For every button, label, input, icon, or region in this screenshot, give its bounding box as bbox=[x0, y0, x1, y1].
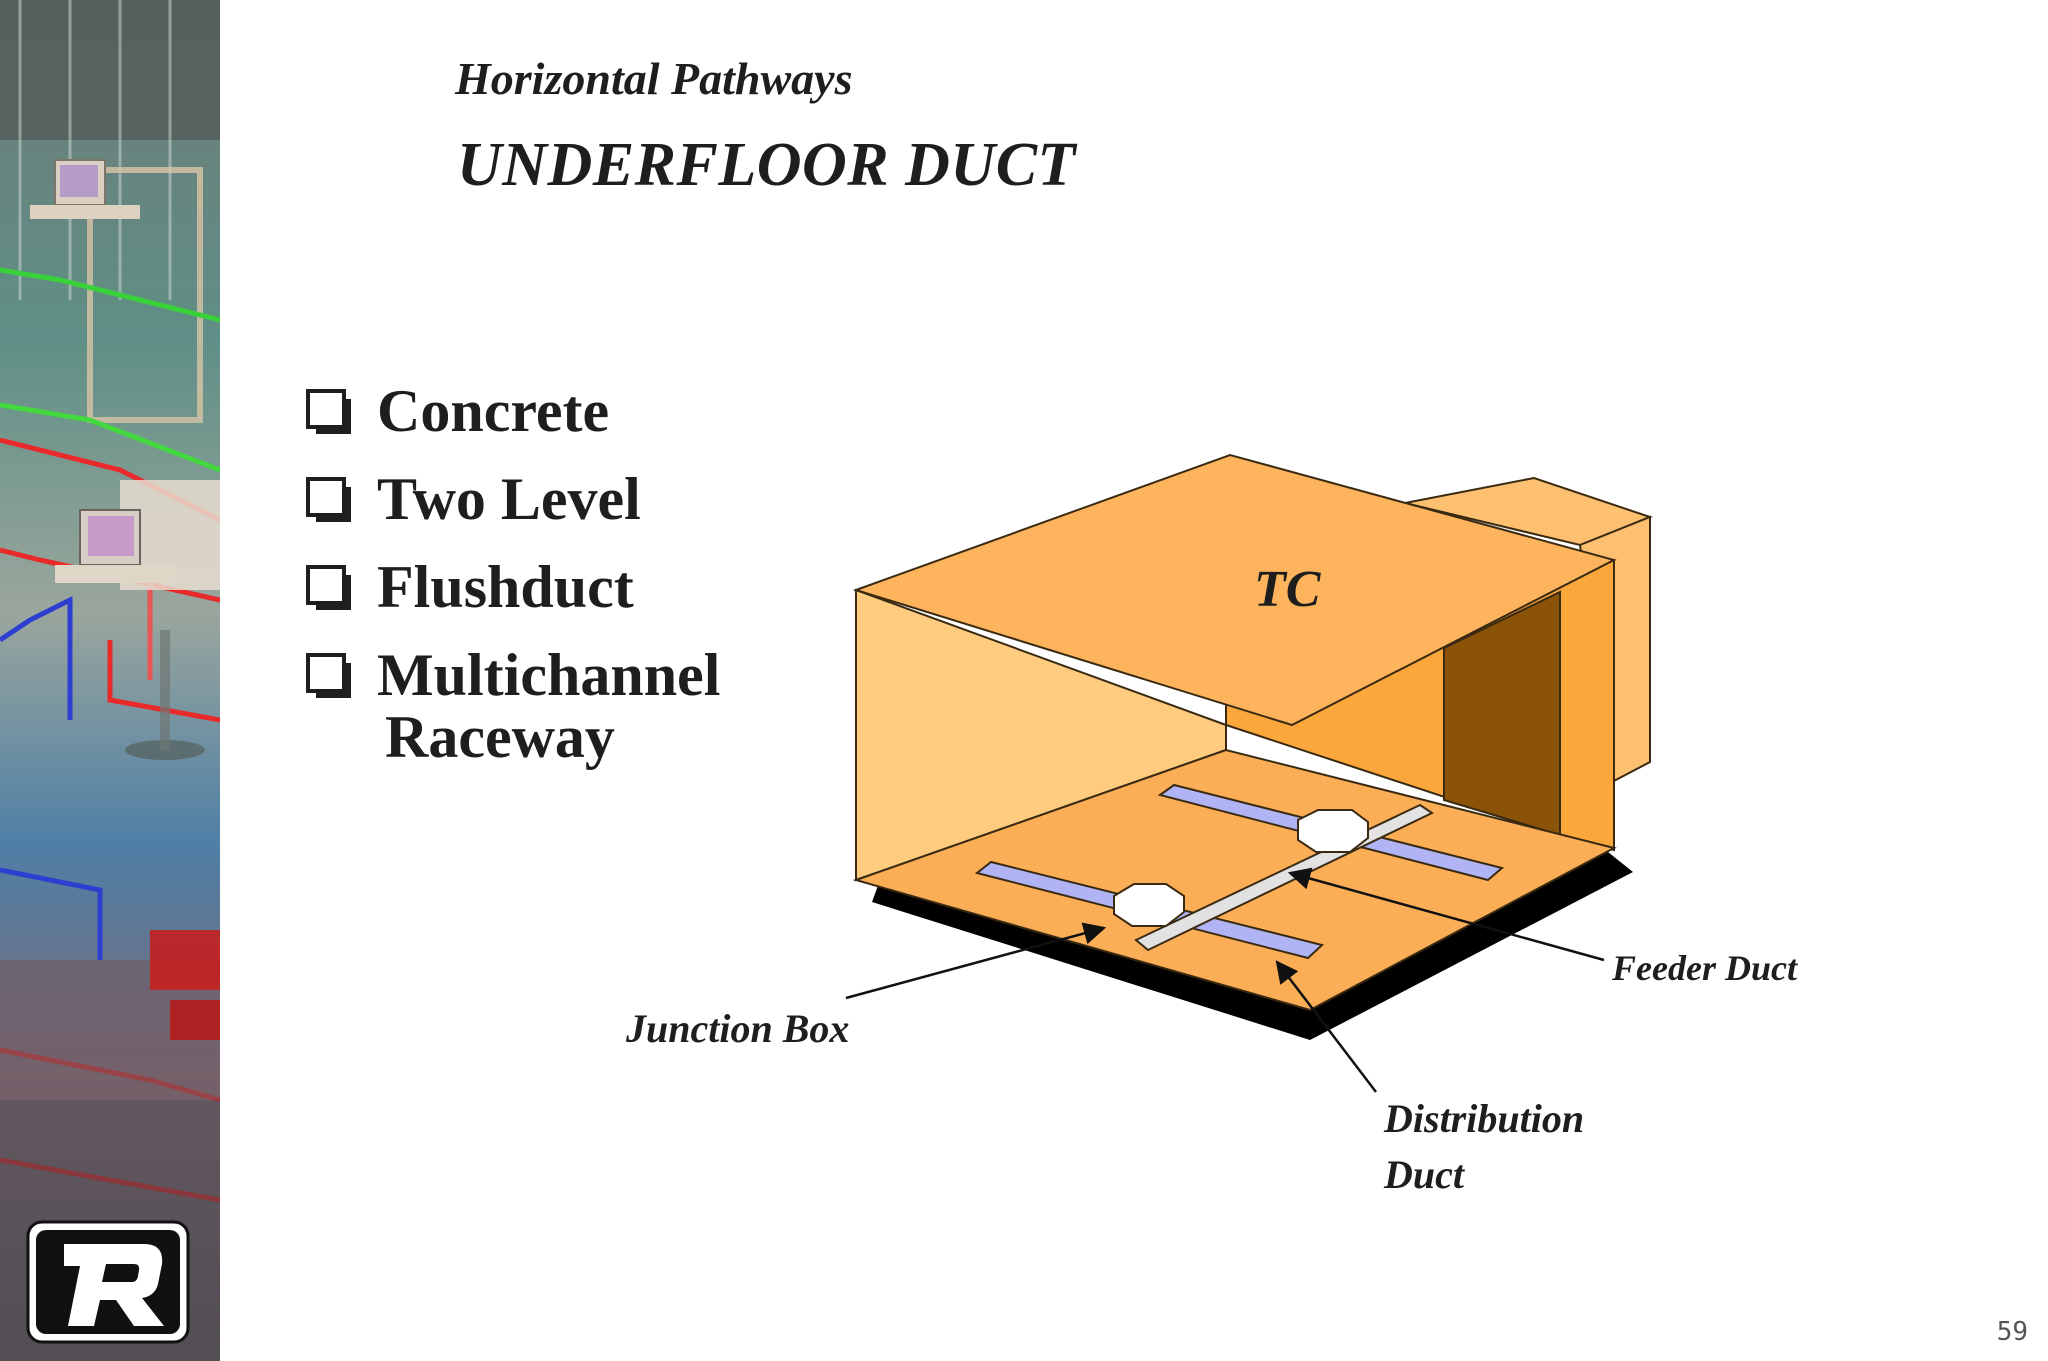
feeder-duct-arrow bbox=[1287, 867, 1605, 962]
checkbox-bullet-icon bbox=[306, 477, 351, 522]
bullet-text-continued: Raceway bbox=[385, 704, 615, 770]
floor-shadow bbox=[872, 852, 1633, 1040]
distribution-duct-label-line1: Distribution bbox=[1383, 1096, 1584, 1141]
page-number: 59 bbox=[1996, 1317, 2028, 1347]
slide-title: UNDERFLOOR DUCT bbox=[457, 131, 1076, 199]
checkbox-bullet-icon bbox=[306, 653, 351, 698]
bullet-list: Concrete Two Level Flushduct Multichanne… bbox=[305, 380, 720, 794]
bullet-item: Concrete bbox=[305, 380, 720, 442]
bullet-item: Flushduct bbox=[305, 556, 720, 618]
junction-box-rear bbox=[1297, 809, 1369, 853]
checkbox-bullet-icon bbox=[306, 389, 351, 434]
bullet-item: Multichannel Raceway bbox=[305, 644, 720, 768]
bullet-text: Two Level bbox=[377, 466, 641, 532]
bullet-text: Flushduct bbox=[377, 554, 634, 620]
ceiling-slab bbox=[852, 453, 1617, 727]
junction-box-front bbox=[1113, 883, 1185, 927]
bullet-text: Concrete bbox=[377, 378, 610, 444]
feeder-duct-label: Feeder Duct bbox=[1611, 948, 1798, 988]
r-logo-icon bbox=[26, 1220, 190, 1344]
room-label: TC bbox=[1254, 561, 1322, 618]
bullet-text: Multichannel bbox=[377, 642, 721, 708]
sidebar-panel bbox=[0, 0, 220, 1361]
checkbox-bullet-icon bbox=[306, 565, 351, 610]
slide-subtitle: Horizontal Pathways bbox=[455, 53, 853, 104]
distribution-duct-arrow bbox=[1275, 960, 1377, 1093]
junction-box-label: Junction Box bbox=[625, 1006, 849, 1051]
junction-box-arrow bbox=[845, 922, 1107, 1000]
bullet-item: Two Level bbox=[305, 468, 720, 530]
distribution-duct-label-line2: Duct bbox=[1383, 1152, 1466, 1197]
